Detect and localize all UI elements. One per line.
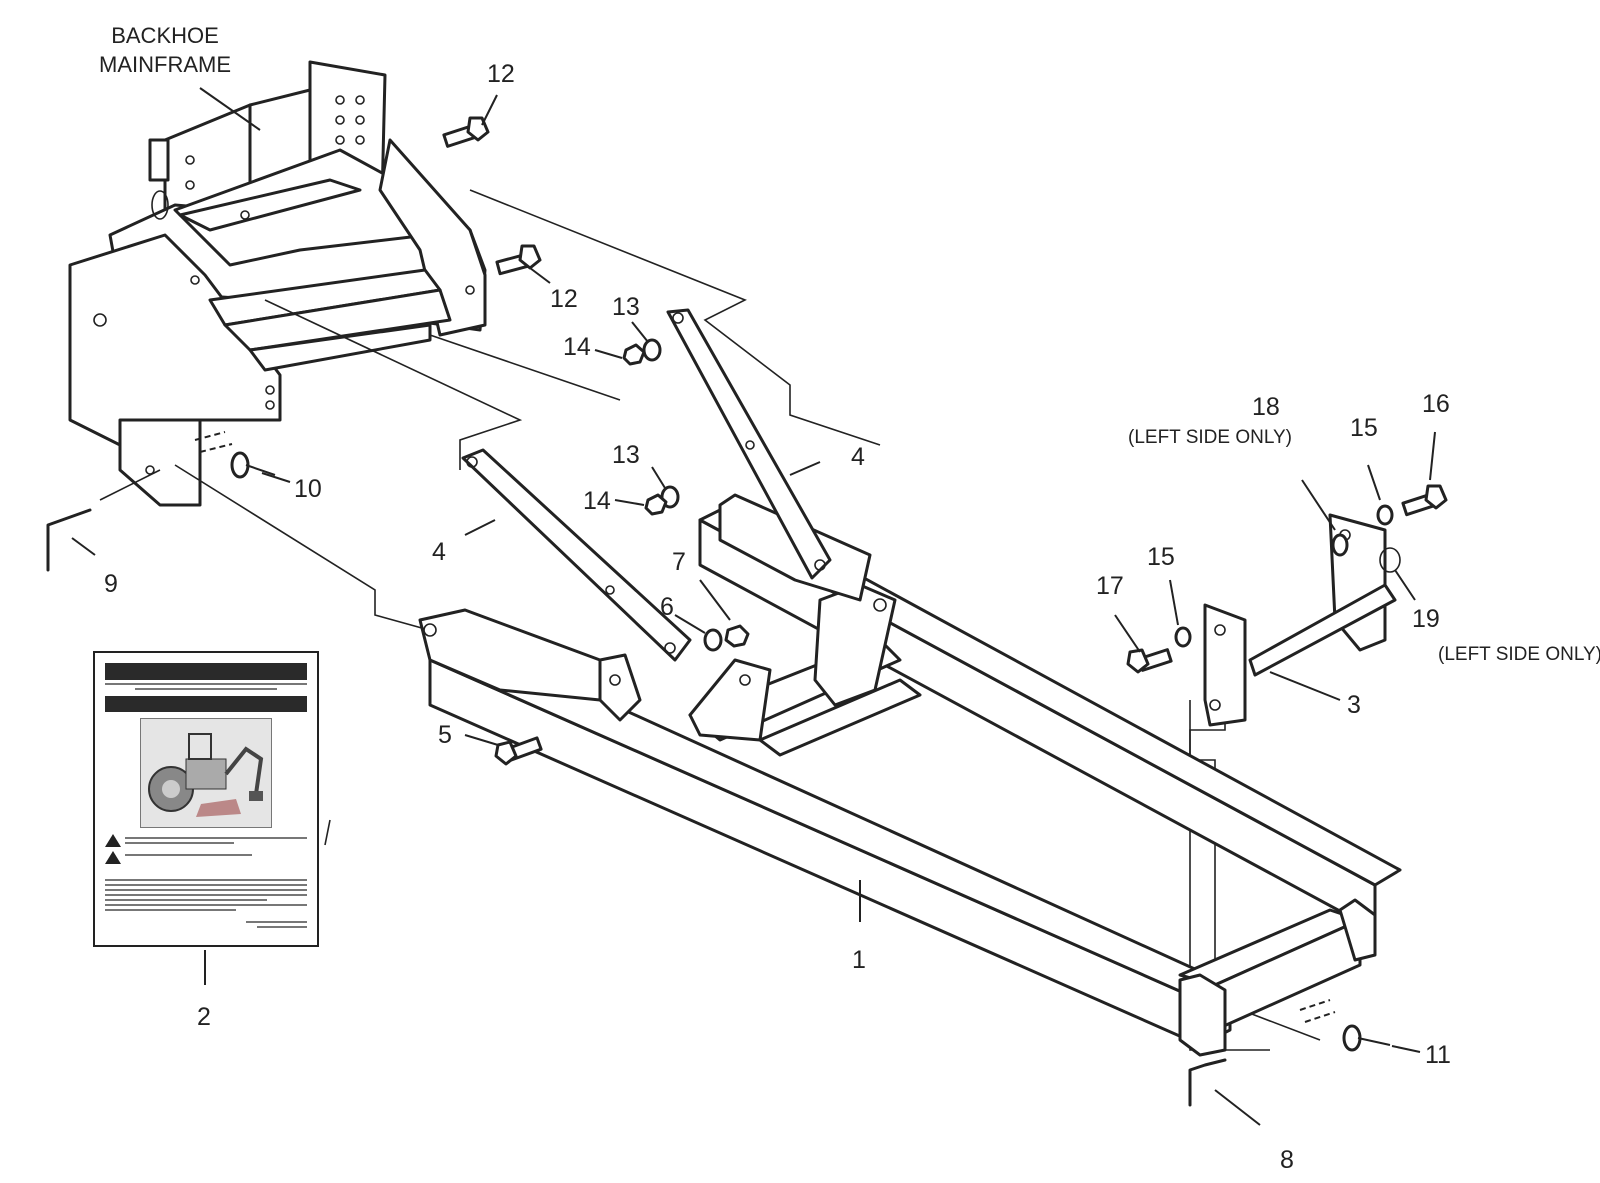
callout-13-lower: 13 — [612, 441, 640, 469]
manual-subheader-bar — [105, 695, 307, 712]
spacer-18 — [1331, 533, 1349, 557]
nut-14-upper — [622, 343, 646, 366]
warning-icon — [105, 834, 121, 847]
bolt-5 — [494, 736, 543, 766]
manual-tractor-photo — [140, 718, 272, 828]
manual-caution-row — [105, 834, 307, 847]
mainframe-title-line-2: MAINFRAME — [99, 51, 231, 77]
callout-3: 3 — [1347, 691, 1361, 719]
manual-line — [135, 687, 277, 690]
pin-8 — [1188, 1058, 1227, 1107]
bolt-16 — [1401, 484, 1448, 517]
washer-6 — [703, 628, 723, 652]
callout-12-lower: 12 — [550, 285, 578, 313]
manual-line — [105, 682, 307, 685]
pin-9 — [46, 508, 92, 572]
callout-5: 5 — [438, 721, 452, 749]
callout-17: 17 — [1096, 572, 1124, 600]
note-left-side-only-19: (LEFT SIDE ONLY) — [1438, 644, 1600, 665]
main-frame — [418, 493, 1402, 1057]
callout-1: 1 — [852, 946, 866, 974]
nut-7 — [724, 624, 750, 648]
manual-line — [105, 889, 307, 891]
pin-11 — [1342, 1024, 1391, 1052]
manual-line — [105, 894, 307, 896]
bolt-12-upper — [442, 116, 490, 148]
callout-18: 18 — [1252, 393, 1280, 421]
callout-6: 6 — [660, 593, 674, 621]
backhoe-mainframe — [68, 60, 487, 507]
note-left-side-only-18: (LEFT SIDE ONLY) — [1128, 427, 1292, 448]
mainframe-title: BACKHOE MAINFRAME — [95, 22, 235, 79]
callout-4-right: 4 — [851, 443, 865, 471]
callout-19: 19 — [1412, 605, 1440, 633]
warning-icon — [105, 851, 121, 864]
callout-13-upper: 13 — [612, 293, 640, 321]
callout-12-upper: 12 — [487, 60, 515, 88]
callout-11: 11 — [1425, 1041, 1451, 1069]
manual-line — [105, 904, 307, 906]
callout-14-lower: 14 — [583, 487, 611, 515]
bolt-12-lower — [495, 244, 542, 276]
nut-14-lower — [644, 493, 668, 516]
manual-line — [105, 884, 307, 886]
manual-header-bar — [105, 663, 307, 680]
brace-arms — [461, 308, 832, 662]
callout-10: 10 — [294, 475, 322, 503]
callout-2: 2 — [197, 1003, 211, 1031]
callout-7: 7 — [672, 548, 686, 576]
callout-14-upper: 14 — [563, 333, 591, 361]
tractor-illustration — [148, 733, 264, 817]
manual-line — [105, 879, 307, 881]
callout-16: 16 — [1422, 390, 1450, 418]
manual-line — [246, 921, 307, 923]
manual-line — [256, 926, 307, 928]
washer-13-upper — [642, 338, 662, 362]
callout-15-lower: 15 — [1147, 543, 1175, 571]
manual-line — [105, 909, 237, 911]
manual-line — [125, 837, 307, 839]
washer-15-lower — [1174, 626, 1192, 648]
pin-10 — [230, 451, 276, 479]
callout-9: 9 — [104, 570, 118, 598]
callout-8: 8 — [1280, 1146, 1294, 1174]
right-bracket-assembly — [1203, 513, 1401, 727]
callout-4-left: 4 — [432, 538, 446, 566]
washer-15-upper — [1376, 504, 1394, 526]
bolt-17 — [1126, 648, 1173, 674]
installation-manual-thumbnail — [93, 651, 319, 947]
manual-line — [125, 842, 235, 844]
manual-caution-row — [105, 851, 307, 864]
manual-section-heading — [105, 870, 307, 876]
manual-line — [125, 854, 253, 856]
callout-leaders — [71, 87, 1436, 1126]
manual-line — [105, 899, 267, 901]
callout-15-upper: 15 — [1350, 414, 1378, 442]
mainframe-title-line-1: BACKHOE — [111, 23, 219, 48]
hardware — [46, 116, 1448, 1107]
